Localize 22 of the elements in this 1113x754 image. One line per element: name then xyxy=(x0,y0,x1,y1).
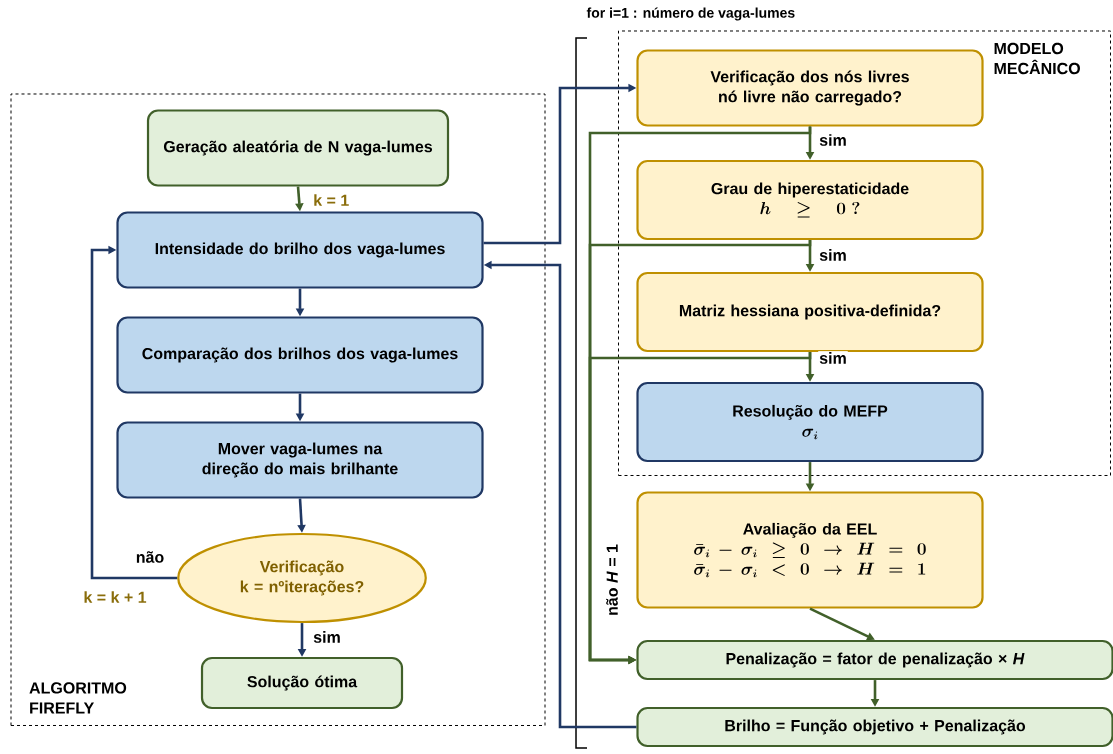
decision-box: Avaliação da EEL $\bar{\sigma}_i - \sigma_i \geq 0 \rightarrow H = 0$ $\bar{\sigma}_i - \sigma_i < 0 \rightarrow H = 1$ xyxy=(636,491,984,609)
process-box: Intensidade do brilho dos vaga-lumes xyxy=(116,211,484,289)
terminal-box: Solução ótima xyxy=(200,656,404,710)
edge-label: não H = 1 xyxy=(605,543,619,617)
edge-label: sim xyxy=(312,630,342,644)
process-box: Comparação dos brilhos dos vaga-lumes xyxy=(116,316,484,394)
counter-label: k = k + 1 xyxy=(84,591,147,603)
edge-label: não xyxy=(134,550,166,564)
decision-box: Matriz hessiana positiva-definida? xyxy=(636,271,984,353)
edge-label: sim xyxy=(818,248,848,262)
arrow xyxy=(90,245,178,580)
decision-box: Grau de hiperestaticidade $h \geq 0\ ?$ xyxy=(636,159,984,241)
process-box: Brilho = Função objetivo + Penalização xyxy=(636,706,1113,748)
edge-label: sim xyxy=(818,351,848,365)
process-box: Resolução do MEFP $\sigma_i$ xyxy=(636,381,984,463)
loop-label: for i=1 : número de vaga-lumes xyxy=(586,7,795,21)
process-box: Mover vaga-lumes na direção do mais brilhante xyxy=(116,421,484,499)
process-box: Penalização = fator de penalização × H xyxy=(636,639,1113,681)
edge-label: k = 1 xyxy=(312,193,351,207)
decision-box: Verificação dos nós livres nó livre não carregado? xyxy=(636,49,984,127)
edge-label: sim xyxy=(818,133,848,147)
process-box: Geração aleatória de N vaga-lumes xyxy=(146,109,450,187)
